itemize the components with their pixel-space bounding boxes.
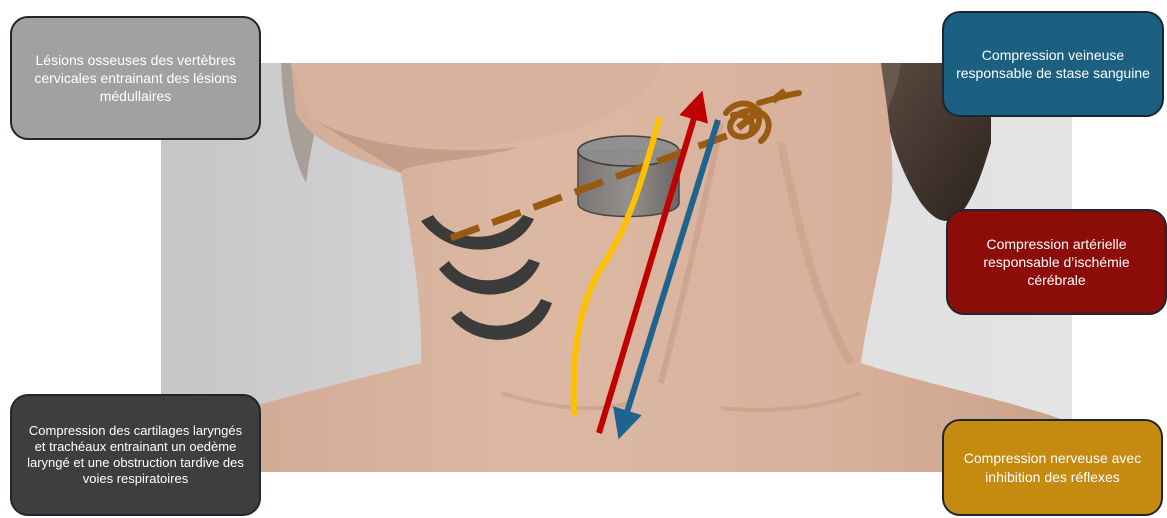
neck-photo [161,63,1072,472]
arterial-compression-label: Compression artérielle responsable d’isc… [946,209,1167,315]
laryngeal-compression-label: Compression des cartilages laryngés et t… [10,394,261,516]
nerve-compression-text: Compression nerveuse avec inhibition des… [956,449,1149,485]
laryngeal-compression-text: Compression des cartilages laryngés et t… [24,423,247,488]
nerve-compression-label: Compression nerveuse avec inhibition des… [942,419,1163,516]
venous-compression-label: Compression veineuse responsable de stas… [942,11,1164,117]
venous-compression-text: Compression veineuse responsable de stas… [956,46,1150,82]
neck-illustration [161,63,1072,472]
arterial-compression-text: Compression artérielle responsable d’isc… [960,235,1153,290]
bone-lesion-label: Lésions osseuses des vertèbres cervicale… [10,16,261,140]
bone-lesion-text: Lésions osseuses des vertèbres cervicale… [24,51,247,106]
cylinder-icon [578,136,679,217]
